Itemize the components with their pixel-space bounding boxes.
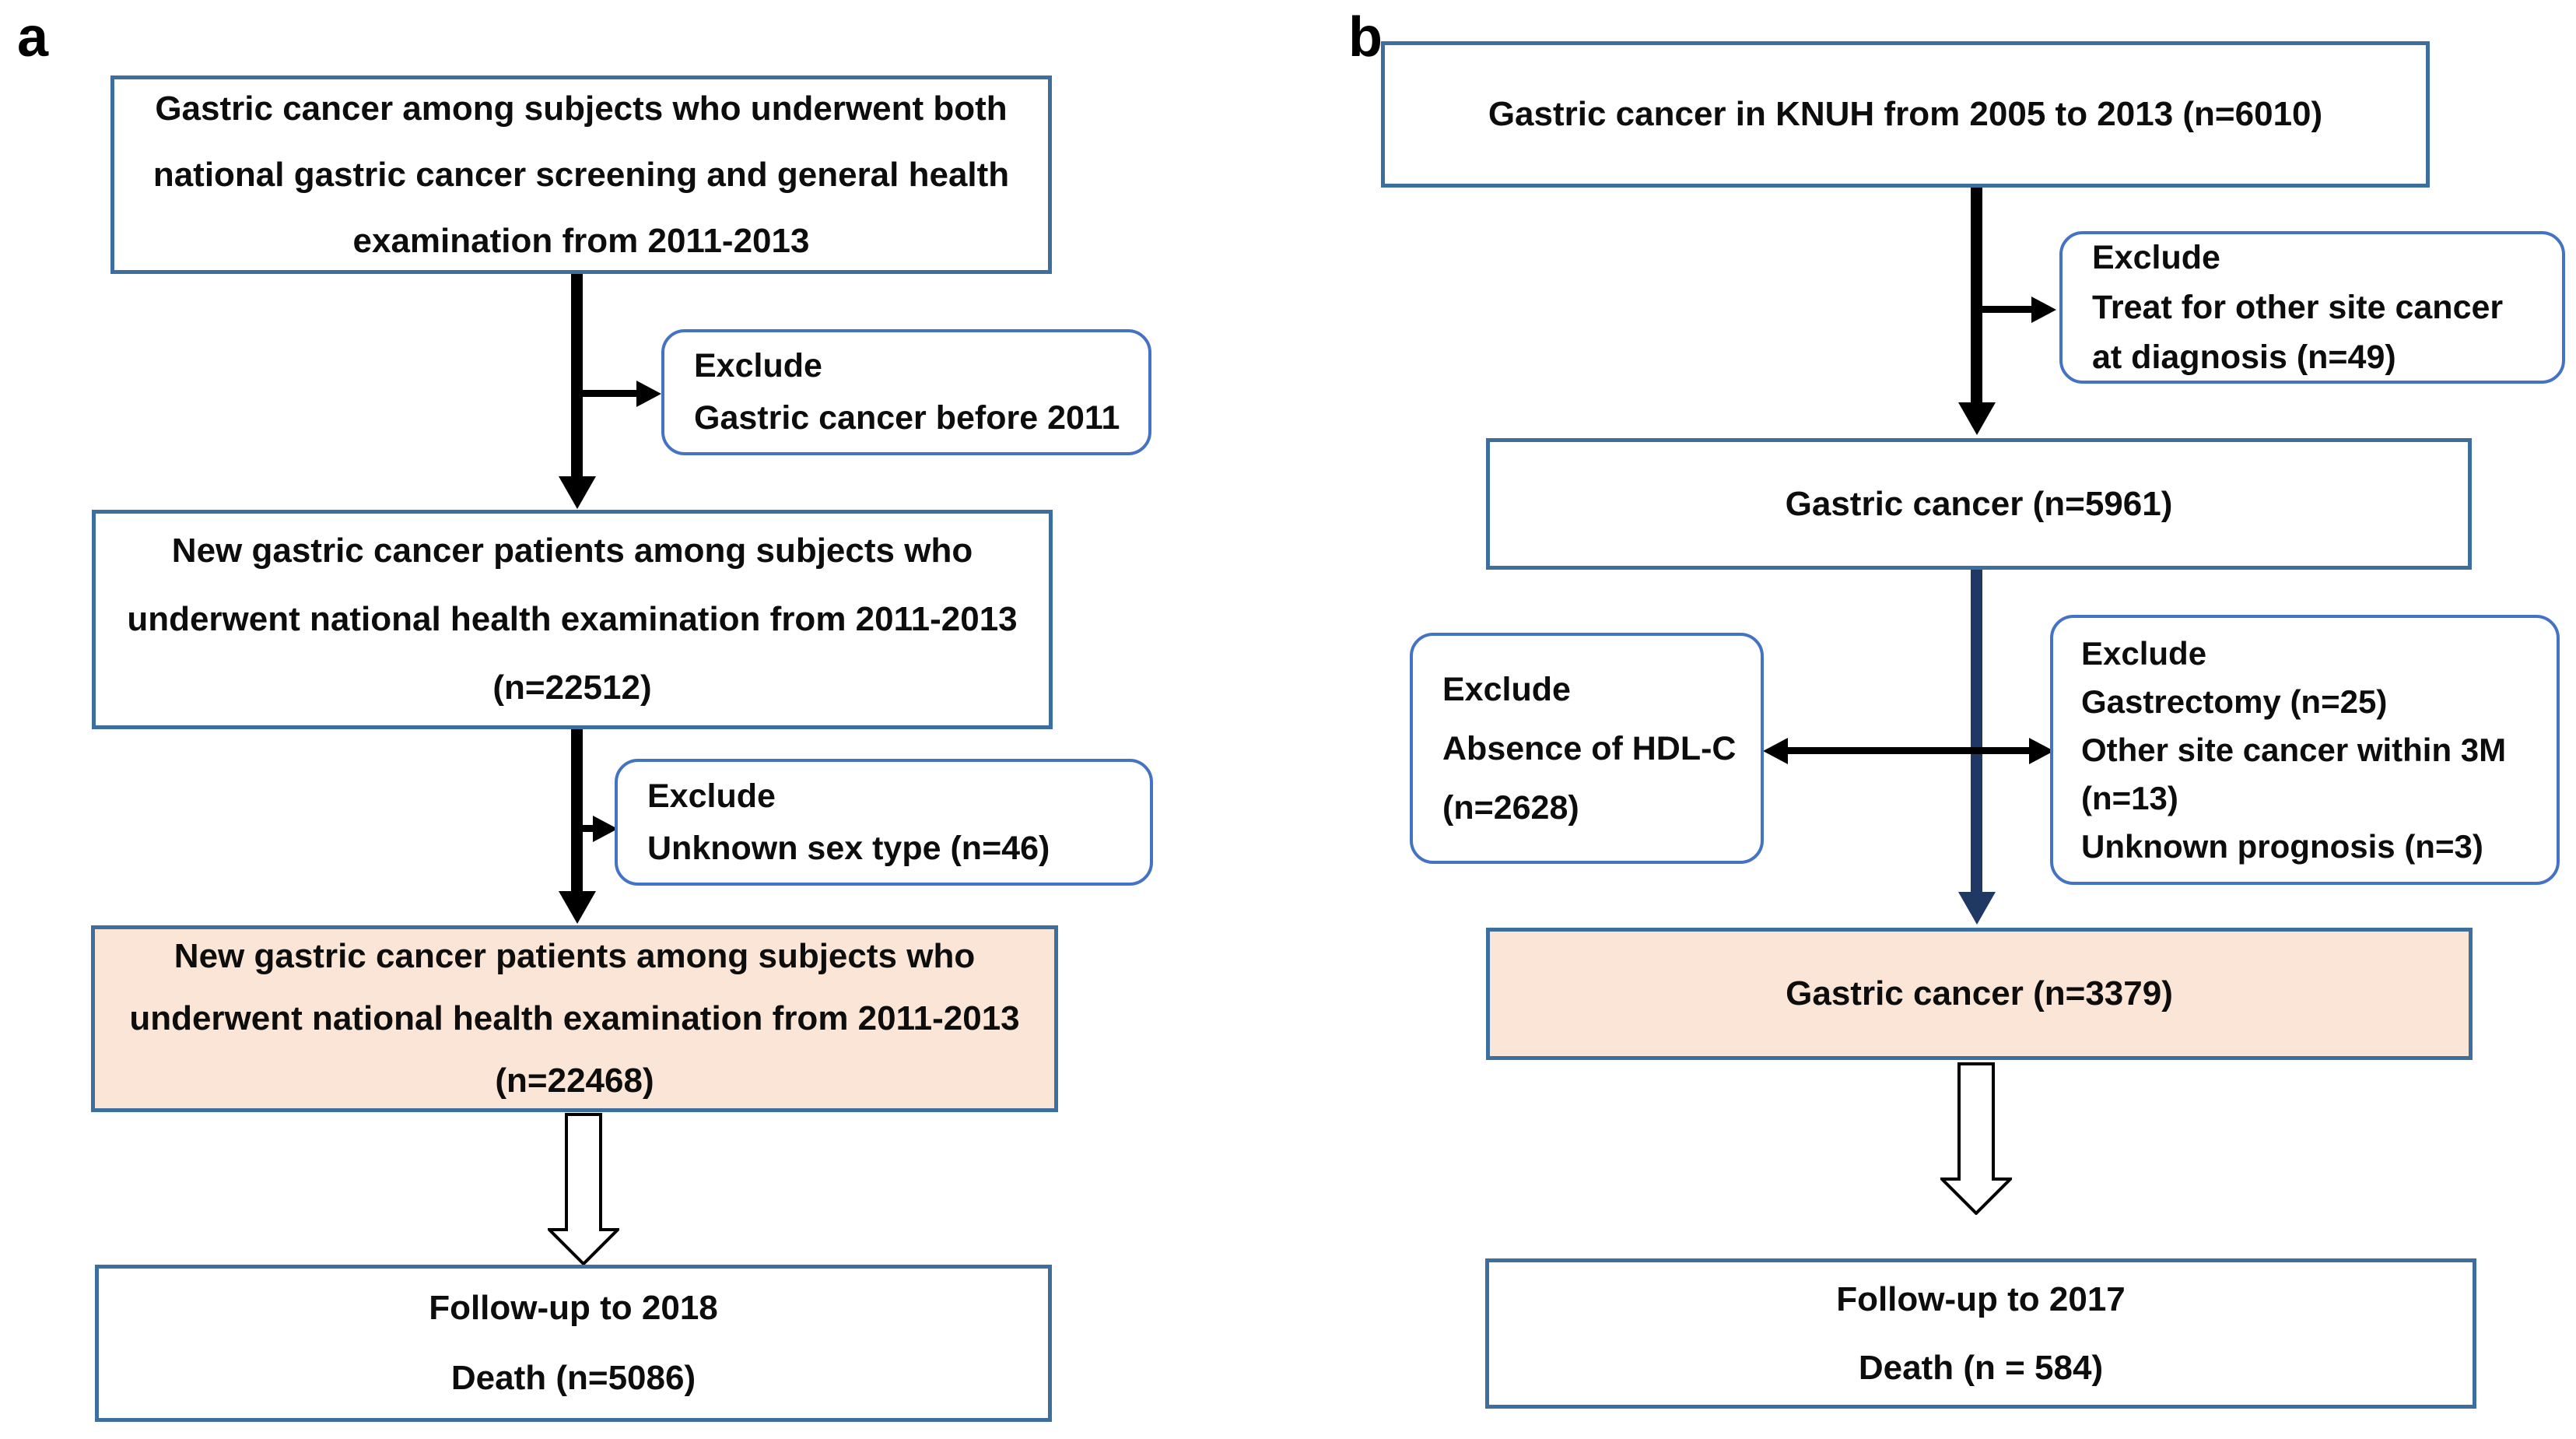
hollow-down-arrow-a — [548, 1113, 619, 1265]
double-arrow-b-shaft — [1788, 747, 2031, 754]
box-text-line: national gastric cancer screening and ge… — [152, 156, 1010, 194]
down-arrow-a1-shaft — [571, 274, 583, 478]
box-text-line: examination from 2011-2013 — [352, 222, 810, 260]
down-arrow-b1-head — [1958, 402, 1996, 435]
box-text-line: Death (n = 584) — [1858, 1348, 2104, 1387]
box-text-line: underwent national health examination fr… — [127, 600, 1018, 638]
box-text-line: Death (n=5086) — [450, 1359, 696, 1397]
box-text-line: Gastric cancer in KNUH from 2005 to 2013… — [1488, 95, 2323, 133]
down-arrow-a1-head — [559, 476, 596, 509]
panel-b-label: b — [1348, 6, 1383, 68]
exclude-box-b-other-site-cancer: Exclude Treat for other site cancer at d… — [2059, 231, 2565, 384]
exclude-text-line: Absence of HDL-C — [1442, 729, 1737, 767]
branch-arrow-a2-head — [593, 816, 618, 842]
branch-arrow-a2-shaft — [582, 825, 596, 832]
branch-arrow-a1-shaft — [582, 390, 638, 397]
double-arrow-b-left-head — [1763, 738, 1788, 764]
box-text-line: Follow-up to 2018 — [429, 1289, 718, 1327]
exclude-text-line: (n=2628) — [1442, 788, 1579, 827]
down-arrow-b1-shaft — [1971, 188, 1982, 404]
branch-arrow-b1-head — [2031, 297, 2056, 323]
box-text-line: Gastric cancer among subjects who underw… — [155, 89, 1008, 128]
panel-a-label: a — [17, 6, 49, 68]
exclude-text-line: Gastrectomy (n=25) — [2081, 683, 2388, 720]
box-text-line: (n=22512) — [492, 669, 652, 707]
exclude-box-a-unknown-sex: Exclude Unknown sex type (n=46) — [615, 759, 1153, 886]
exclude-text-line: Other site cancer within 3M — [2081, 731, 2507, 768]
flow-box-b-followup: Follow-up to 2017 Death (n = 584) — [1485, 1258, 2476, 1409]
exclude-text-line: Treat for other site cancer — [2092, 289, 2504, 326]
exclude-text-line: (n=13) — [2081, 779, 2178, 816]
exclude-box-a-before-2011: Exclude Gastric cancer before 2011 — [661, 329, 1151, 455]
box-text-line: Gastric cancer (n=3379) — [1786, 974, 2173, 1013]
flow-box-a-source-population: Gastric cancer among subjects who underw… — [110, 75, 1052, 274]
box-text-line: New gastric cancer patients among subjec… — [173, 937, 976, 975]
exclude-text-line: Unknown prognosis (n=3) — [2081, 827, 2483, 865]
exclude-box-b-gastrectomy-group: Exclude Gastrectomy (n=25) Other site ca… — [2050, 615, 2560, 885]
exclude-text-line: Exclude — [1442, 670, 1571, 708]
branch-arrow-b1-shaft — [1982, 306, 2033, 313]
box-text-line: underwent national health examination fr… — [129, 999, 1020, 1037]
exclude-text-line: at diagnosis (n=49) — [2092, 339, 2396, 376]
exclude-text-line: Exclude — [694, 347, 822, 384]
exclude-text-line: Exclude — [647, 777, 776, 815]
flow-box-a-final-cohort-22468: New gastric cancer patients among subjec… — [91, 925, 1058, 1112]
down-arrow-a2-head — [559, 891, 596, 924]
double-arrow-b-right-head — [2029, 738, 2054, 764]
flow-box-a-followup: Follow-up to 2018 Death (n=5086) — [95, 1265, 1052, 1422]
down-arrow-b2-shaft — [1971, 570, 1982, 893]
box-text-line: (n=22468) — [495, 1062, 654, 1100]
down-arrow-b2-head — [1958, 892, 1996, 925]
exclude-text-line: Exclude — [2092, 239, 2220, 276]
box-text-line: New gastric cancer patients among subjec… — [171, 532, 973, 570]
hollow-down-arrow-b — [1940, 1062, 2012, 1215]
exclude-box-b-absence-hdlc: Exclude Absence of HDL-C (n=2628) — [1410, 633, 1764, 864]
exclude-text-line: Gastric cancer before 2011 — [694, 399, 1120, 437]
exclude-text-line: Exclude — [2081, 634, 2207, 672]
branch-arrow-a1-head — [636, 381, 661, 407]
down-arrow-a2-shaft — [571, 729, 583, 893]
box-text-line: Gastric cancer (n=5961) — [1785, 484, 2173, 523]
exclude-text-line: Unknown sex type (n=46) — [647, 829, 1050, 867]
flow-box-b-final-cohort-3379: Gastric cancer (n=3379) — [1486, 928, 2473, 1060]
flow-box-a-new-patients-22512: New gastric cancer patients among subjec… — [92, 510, 1053, 729]
box-text-line: Follow-up to 2017 — [1836, 1279, 2126, 1318]
flow-box-b-knuh-6010: Gastric cancer in KNUH from 2005 to 2013… — [1381, 41, 2430, 188]
flow-box-b-gastric-5961: Gastric cancer (n=5961) — [1486, 438, 2472, 570]
